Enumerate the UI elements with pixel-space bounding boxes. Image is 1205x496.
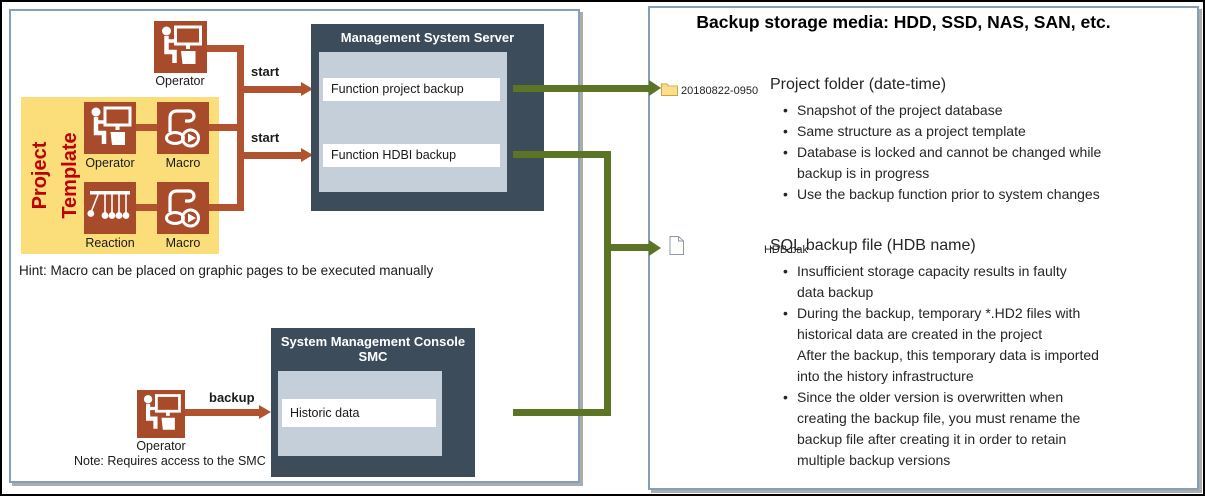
start-arrow-2-shaft	[237, 152, 301, 159]
bullet-text: Same structure as a project template	[797, 123, 1026, 139]
green-arrow-file-head	[649, 240, 661, 256]
project-folder-heading: Project folder (date-time)	[770, 76, 947, 93]
backup-arrow-head	[259, 405, 271, 419]
smc-box-title-line2: SMC	[358, 349, 388, 364]
green-line-hdbi-backup	[513, 151, 611, 158]
bullet-item: • Same structure as a project template	[783, 121, 1203, 142]
green-line-project-backup	[513, 85, 649, 92]
operator-at-monitor-icon	[91, 106, 132, 145]
bullet-text: Use the backup function prior to system …	[797, 186, 1100, 202]
bullet-dot: •	[783, 305, 788, 321]
template-reaction-label: Reaction	[85, 236, 135, 250]
macro-scroll-icon	[165, 189, 200, 228]
start-arrow-2-head	[301, 148, 313, 162]
info-panel: Backup storage media: HDD, SSD, NAS, SAN…	[648, 6, 1199, 490]
connector-reaction-macro	[136, 204, 157, 211]
folder-icon-glyph	[661, 83, 678, 96]
bullet-item: • Since the older version is overwritten…	[783, 387, 1203, 471]
server-inner-panel: Function project backup Function HDBI ba…	[319, 52, 507, 192]
reaction-pendulum-icon	[87, 191, 130, 219]
operator-at-monitor-icon	[143, 394, 181, 430]
backup-storage-title: Backup storage media: HDD, SSD, NAS, SAN…	[696, 12, 1111, 32]
sql-backup-heading: SQL backup file (HDB name)	[770, 237, 976, 254]
operator-icon	[84, 102, 136, 154]
junction-vertical-line	[237, 45, 244, 211]
server-box-title: Management System Server	[340, 30, 515, 45]
template-macro2-label: Macro	[165, 236, 201, 250]
bullet-text: During the backup, temporary *.HD2 files…	[797, 305, 1099, 384]
green-vertical-line	[604, 151, 611, 416]
macro-icon	[157, 102, 209, 154]
system-management-console-box: System Management Console SMC Historic d…	[271, 328, 475, 477]
historic-data-box: Historic data	[282, 399, 436, 427]
sql-backup-file-name: HDB.bak	[763, 244, 808, 256]
backup-arrow-label: backup	[209, 390, 255, 405]
project-folder-name: 20180822-0950	[681, 85, 759, 97]
bullet-dot: •	[783, 102, 788, 118]
green-line-historic-data	[513, 409, 604, 416]
file-icon	[669, 236, 684, 260]
project-folder-bullet-list: • Snapshot of the project database • Sam…	[783, 100, 1203, 205]
hint-text: Hint: Macro can be placed on graphic pag…	[19, 263, 434, 278]
bullet-text: Since the older version is overwritten w…	[797, 389, 1081, 468]
top-operator-label: Operator	[155, 74, 205, 88]
start-arrow-1-head	[301, 82, 313, 96]
connector-macro1-junction	[209, 124, 244, 131]
connector-operator-junction	[207, 45, 244, 52]
green-arrow-folder-head	[649, 80, 661, 96]
bullet-dot: •	[783, 144, 788, 160]
macro-scroll-icon	[165, 109, 200, 148]
macro-icon	[157, 182, 209, 234]
project-template-title: Project Template	[29, 132, 81, 219]
operator-icon	[154, 21, 207, 73]
start-arrow-1-label: start	[251, 64, 280, 79]
smc-inner-panel: Historic data	[278, 371, 442, 456]
start-arrow-1-shaft	[237, 86, 301, 93]
bullet-text: Database is locked and cannot be changed…	[797, 144, 1102, 181]
bullet-dot: •	[783, 186, 788, 202]
sql-backup-bullet-list: • Insufficient storage capacity results …	[783, 261, 1203, 471]
diagram-panel: Operator Project Template Operator	[9, 9, 580, 483]
smc-access-note: Note: Requires access to the SMC	[74, 454, 266, 468]
bullet-item: • Snapshot of the project database	[783, 100, 1203, 121]
bullet-item: • Insufficient storage capacity results …	[783, 261, 1203, 303]
template-macro1-label: Macro	[165, 156, 201, 170]
function-project-backup: Function project backup	[323, 78, 500, 101]
smc-box-title-line1: System Management Console	[280, 334, 466, 349]
management-system-server-box: Management System Server Function projec…	[311, 24, 544, 211]
bullet-item: • During the backup, temporary *.HD2 fil…	[783, 303, 1203, 387]
connector-operator-macro	[136, 124, 157, 131]
bullet-text: Insufficient storage capacity results in…	[797, 263, 1067, 300]
folder-icon	[661, 82, 678, 101]
function-hdbi-backup: Function HDBI backup	[323, 144, 500, 167]
operator-at-monitor-icon	[162, 25, 202, 64]
connector-macro2-junction	[209, 204, 244, 211]
bullet-item: • Database is locked and cannot be chang…	[783, 142, 1203, 184]
backup-arrow-shaft	[185, 409, 259, 416]
operator-icon	[137, 390, 185, 438]
bullet-text: Snapshot of the project database	[797, 102, 1003, 118]
file-icon-glyph	[669, 236, 684, 255]
bullet-dot: •	[783, 389, 788, 405]
template-operator-label: Operator	[85, 156, 135, 170]
bullet-item: • Use the backup function prior to syste…	[783, 184, 1203, 205]
green-line-to-file	[611, 244, 649, 251]
start-arrow-2-label: start	[251, 130, 280, 145]
bottom-operator-label: Operator	[136, 439, 186, 453]
reaction-icon	[84, 182, 136, 234]
bullet-dot: •	[783, 123, 788, 139]
bullet-dot: •	[783, 263, 788, 279]
